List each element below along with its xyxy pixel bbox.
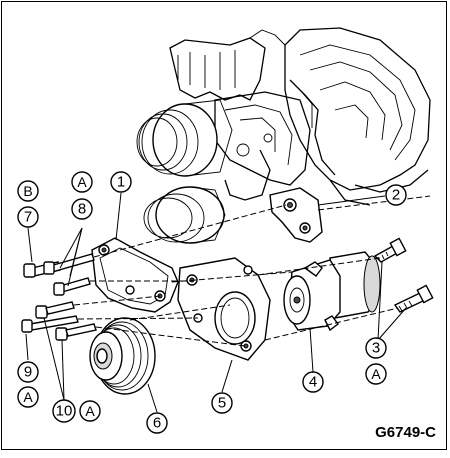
callout-6: 6	[146, 412, 168, 434]
callout-4-label: 4	[309, 374, 317, 391]
assembly-alignment-lines	[73, 195, 431, 347]
callout-3: 3	[365, 337, 387, 359]
part-5-adapter-plate	[177, 257, 271, 361]
callout-9-label: 9	[24, 364, 32, 381]
callout-7-label: 7	[24, 209, 32, 226]
nut-10-b	[55, 323, 97, 341]
callout-3-label: 3	[372, 340, 380, 357]
callout-5-label: 5	[218, 395, 226, 412]
bolt-8-lower	[53, 277, 91, 296]
bolt-3-upper	[373, 237, 407, 263]
callout-9: 9	[17, 361, 39, 383]
stud-9	[21, 315, 79, 333]
nut-10-a	[35, 301, 75, 319]
callout-2: 2	[385, 184, 407, 206]
letter-a-right-label: A	[371, 366, 381, 382]
bolt-3-lower	[393, 284, 434, 313]
callout-1-label: 1	[117, 174, 125, 191]
callout-2-label: 2	[392, 187, 400, 204]
crankshaft-pulley-lower	[143, 186, 226, 244]
letter-callout-a-top: A	[71, 171, 93, 193]
letter-callout-a-right: A	[365, 363, 387, 385]
part-2-engine-bracket	[269, 187, 323, 243]
letter-callout-b: B	[17, 180, 39, 202]
callout-7: 7	[17, 206, 39, 228]
callout-8-label: 8	[78, 201, 86, 218]
callout-1: 1	[110, 171, 132, 193]
callout-8: 8	[71, 198, 93, 220]
callout-4: 4	[302, 371, 324, 393]
callout-5: 5	[211, 392, 233, 414]
callout-6-label: 6	[153, 415, 161, 432]
figure-id-label: G6749-C	[375, 424, 436, 441]
letter-a-bottom-label: A	[85, 403, 95, 419]
part-1-mounting-bracket	[91, 237, 179, 313]
leader-lines	[25, 192, 407, 413]
letter-b-label: B	[23, 183, 32, 199]
crankshaft-pulley-upper	[136, 99, 233, 177]
callout-10-label: 10	[56, 403, 73, 420]
letter-callout-a-bottom: A	[79, 400, 101, 422]
part-4-pump-assembly	[283, 251, 381, 332]
bolt-8-upper	[43, 253, 95, 275]
letter-a-left-label: A	[23, 389, 33, 405]
engine-block-outline	[169, 27, 431, 206]
letter-callout-a-left: A	[17, 386, 39, 408]
part-6-drive-pulley	[89, 317, 156, 395]
figure-border	[1, 1, 447, 450]
callout-10: 10	[52, 399, 76, 423]
letter-a-top-label: A	[77, 174, 87, 190]
